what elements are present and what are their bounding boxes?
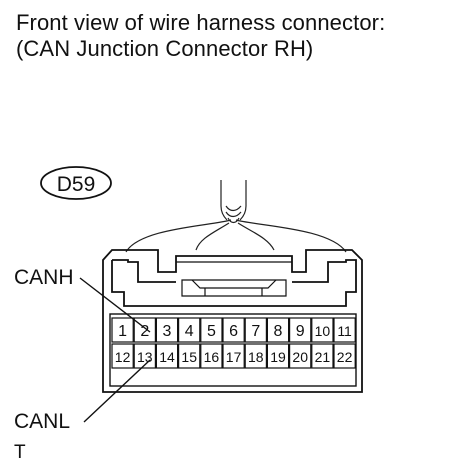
pin-number: 14 [159, 349, 175, 365]
pin-cavity: 5 [200, 317, 223, 343]
pin-number: 15 [181, 349, 197, 365]
pin-cavity-box [222, 317, 245, 343]
pin-cavity: 9 [289, 317, 312, 343]
pin-cavity: 6 [222, 317, 245, 343]
pin-cavity: 1 [111, 317, 134, 343]
pin-cavity: 10 [311, 317, 334, 343]
pin-number: 17 [226, 349, 242, 365]
pin-cavity-box [244, 317, 267, 343]
pin-cavity: 14 [155, 343, 179, 369]
canl-label: CANL [14, 410, 71, 433]
wire-bundle [125, 180, 347, 253]
pin-cavity-box [289, 343, 312, 369]
pin-number: 10 [315, 323, 331, 339]
pin-cavity: 19 [266, 343, 290, 369]
pin-number: 20 [292, 349, 308, 365]
diagram-title: Front view of wire harness connector: [16, 10, 386, 35]
pin-number: 19 [270, 349, 286, 365]
pin-number: 8 [274, 323, 283, 340]
pin-cavity: 11 [333, 317, 356, 343]
connector-code: D59 [57, 173, 96, 196]
pin-number: 18 [248, 349, 264, 365]
connector-housing [102, 249, 363, 393]
pin-number: 6 [229, 323, 238, 340]
pin-cavity: 8 [266, 317, 290, 343]
pin-number: 2 [140, 323, 149, 340]
pin-cavity-box [178, 343, 201, 369]
pin-number: 12 [115, 349, 131, 365]
pin-cavity-box [133, 343, 156, 369]
pin-number: 4 [185, 323, 194, 340]
pin-cavity-box [133, 317, 156, 343]
pin-cavity: 7 [244, 317, 267, 343]
pin-cavity-box [266, 343, 290, 369]
pin-cavity: 3 [155, 317, 179, 343]
pin-cavity: 2 [133, 317, 156, 343]
pin-cavity: 17 [222, 343, 245, 369]
pin-cavity: 20 [289, 343, 312, 369]
pin-cavity-box [178, 317, 201, 343]
pin-cavity-box [289, 317, 312, 343]
pin-number: 22 [337, 349, 353, 365]
pin-cavity-box [111, 343, 134, 369]
pin-cavity-box [266, 317, 290, 343]
pin-number: 5 [207, 323, 216, 340]
pin-cavity: 4 [178, 317, 201, 343]
pin-cavity-box [333, 317, 356, 343]
canh-leader-line [79, 277, 151, 333]
pin-cavity-box [200, 317, 223, 343]
marker-label: T [14, 442, 26, 463]
pin-cavity-box [155, 343, 179, 369]
canh-label: CANH [14, 266, 74, 289]
pin-number: 21 [315, 349, 331, 365]
pin-cavity: 22 [333, 343, 356, 369]
pin-cavity-box [311, 317, 334, 343]
canl-leader-line [83, 359, 151, 423]
pin-number: 3 [163, 323, 172, 340]
connector-code-badge: D59 [40, 166, 112, 200]
pin-cavity-box [200, 343, 223, 369]
pin-cavity-box [111, 317, 134, 343]
pin-number: 16 [204, 349, 220, 365]
pin-cavity-box [222, 343, 245, 369]
pin-cavity-box [244, 343, 267, 369]
pin-number: 11 [337, 323, 352, 339]
pin-cavity: 18 [244, 343, 267, 369]
pin-number: 1 [118, 323, 127, 340]
leader-lines [79, 277, 151, 423]
pin-cavity-box [155, 317, 179, 343]
pin-cavity: 15 [178, 343, 201, 369]
pin-number: 9 [296, 323, 305, 340]
pin-number: 7 [251, 323, 260, 340]
pin-cavity-box [333, 343, 356, 369]
pin-cavity: 12 [111, 343, 134, 369]
pin-cavity: 16 [200, 343, 223, 369]
diagram-subtitle: (CAN Junction Connector RH) [16, 36, 314, 61]
pin-number: 13 [137, 349, 153, 365]
pin-cavity: 21 [311, 343, 334, 369]
pin-cavity-box [311, 343, 334, 369]
